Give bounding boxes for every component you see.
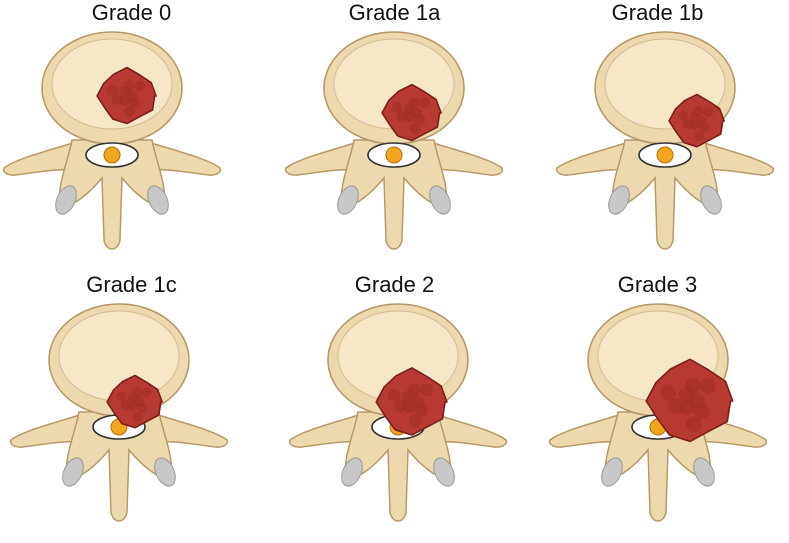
vertebra-illustration	[9, 303, 229, 522]
tumor-nodule	[111, 94, 123, 105]
tumor-nodule	[699, 122, 710, 133]
tumor-nodule	[408, 97, 420, 109]
left-transverse-process	[2, 138, 83, 176]
tumor-nodule	[131, 387, 142, 398]
spinal-cord	[103, 146, 121, 164]
panel-grade-1a: Grade 1a	[263, 0, 526, 271]
tumor-nodule	[685, 378, 701, 394]
right-transverse-process	[148, 410, 229, 448]
left-facet	[62, 457, 84, 487]
tumor-nodule	[407, 383, 421, 397]
tumor-nodule	[703, 106, 714, 117]
tumor	[375, 367, 448, 436]
panel-title: Grade 0	[91, 0, 172, 25]
tumor-nodule	[120, 400, 131, 411]
vertebra	[555, 31, 775, 250]
tumor-nodule	[682, 119, 693, 130]
tumor-nodule	[106, 85, 118, 96]
panel-title: Grade 3	[617, 272, 698, 297]
tumor-nodule	[694, 130, 705, 141]
tumor-nodule	[693, 106, 704, 117]
panel-title: Grade 1a	[348, 0, 441, 25]
tumor-nodule	[123, 80, 135, 92]
vertebra-illustration	[548, 303, 768, 522]
tumor-nodule	[393, 399, 407, 413]
left-transverse-process	[284, 138, 365, 176]
tumor	[381, 83, 442, 142]
panel-grade-1c: Grade 1c	[0, 272, 263, 543]
right-facet	[147, 185, 169, 215]
left-transverse-process	[555, 138, 636, 176]
right-facet	[429, 185, 451, 215]
tumor-nodule	[134, 80, 145, 92]
tumor-nodule	[137, 403, 148, 414]
tumor-nodule	[396, 111, 408, 122]
panel-title: Grade 1b	[611, 0, 704, 25]
tumor-nodule	[409, 123, 421, 135]
right-transverse-process	[694, 138, 775, 176]
vertebra-illustration	[284, 31, 504, 250]
tumor	[106, 374, 163, 429]
right-facet	[433, 457, 455, 487]
left-facet	[601, 457, 623, 487]
right-transverse-process	[141, 138, 222, 176]
panel-title: Grade 1c	[86, 272, 177, 297]
left-facet	[55, 185, 77, 215]
right-transverse-process	[423, 138, 504, 176]
panel-grade-3: Grade 3	[526, 272, 789, 543]
tumor	[96, 66, 157, 125]
tumor-nodule	[420, 383, 434, 397]
vertebra	[284, 31, 504, 250]
left-facet	[337, 185, 359, 215]
vertebra-illustration	[2, 31, 222, 250]
tumor-nodule	[415, 403, 429, 417]
left-transverse-process	[288, 410, 369, 448]
tumor-nodule	[678, 110, 689, 121]
tumor-nodule	[686, 416, 702, 432]
left-facet	[341, 457, 363, 487]
vertebra-illustration	[288, 303, 508, 522]
right-facet	[700, 185, 722, 215]
tumor-nodule	[387, 388, 401, 402]
tumor	[668, 93, 725, 148]
vertebra-illustration	[555, 31, 775, 250]
tumor-nodule	[129, 97, 141, 109]
spinal-cord	[385, 146, 403, 164]
tumor-nodule	[391, 102, 403, 113]
left-facet	[608, 185, 630, 215]
right-facet	[693, 457, 715, 487]
tumor	[645, 358, 734, 443]
left-transverse-process	[548, 410, 629, 448]
tumor-nodule	[408, 414, 422, 428]
spinal-cord	[656, 146, 674, 164]
right-transverse-process	[427, 410, 508, 448]
panel-title: Grade 2	[354, 272, 435, 297]
panel-grade-0: Grade 0	[0, 0, 263, 271]
tumor-nodule	[693, 403, 710, 419]
left-transverse-process	[9, 410, 90, 448]
tumor-nodule	[667, 398, 684, 414]
tumor-nodule	[132, 411, 143, 422]
panel-grade-1b: Grade 1b	[526, 0, 789, 271]
panel-grade-2: Grade 2	[263, 272, 526, 543]
tumor-nodule	[700, 378, 716, 395]
tumor-nodule	[141, 387, 152, 398]
vertebra	[2, 31, 222, 250]
tumor-nodule	[124, 106, 136, 118]
tumor-nodule	[419, 97, 430, 109]
tumor-nodule	[414, 114, 426, 126]
right-facet	[154, 457, 176, 487]
tumor-nodule	[660, 384, 676, 401]
tumor-nodule	[116, 391, 127, 402]
